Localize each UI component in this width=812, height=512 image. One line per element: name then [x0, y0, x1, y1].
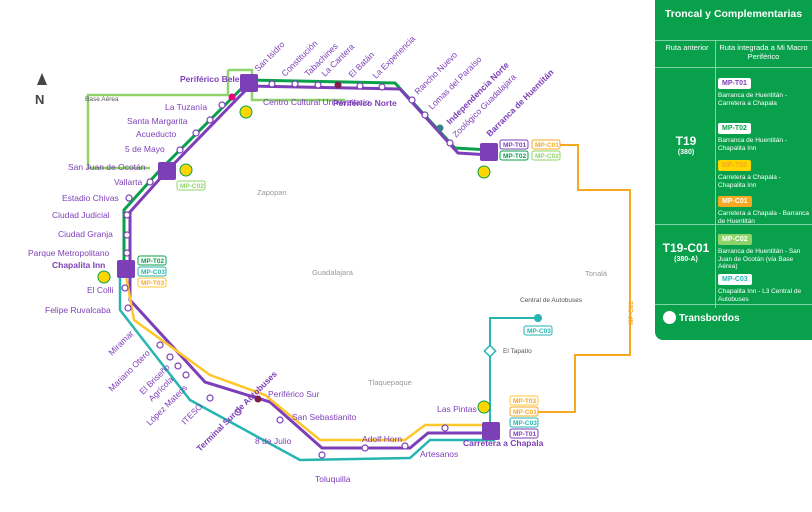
- station-label: Vallarta: [114, 177, 142, 187]
- transfers-label: Transbordos: [679, 313, 740, 324]
- group-divider: [655, 224, 812, 225]
- desc-mp-c02: Barranca de Huentitán - San Juan de Ocot…: [718, 248, 801, 270]
- station-label: Adolf Horn: [362, 434, 402, 444]
- entry-mp-c02: MP-C02 Barranca de Huentitán - San Juan …: [718, 228, 810, 271]
- desc-mp-t03: Carretera a Chapala - Chapalita Inn: [718, 174, 781, 189]
- route-t19-sub: (380): [677, 149, 695, 156]
- station-label: Periférico Belenes: [180, 74, 254, 84]
- tag-mp-c03: MP-C03: [527, 328, 551, 335]
- badge-mp-c01: MP-C01: [718, 196, 752, 207]
- desc-mp-t01: Barranca de Huentitán - Carretera a Chap…: [718, 92, 788, 107]
- city-zapopan: Zapopan: [257, 188, 287, 197]
- north-label: N: [35, 92, 44, 107]
- transfer-icon: [663, 311, 676, 324]
- entry-mp-t01: MP-T01 Barranca de Huentitán - Carretera…: [718, 72, 810, 107]
- tag-mp-c03: MP-C03: [513, 420, 537, 427]
- station-label: La Experiencia: [370, 33, 417, 80]
- label-cucei: Centro Cultural Universitario: [263, 97, 370, 107]
- desc-mp-c01: Carretera a Chapala - Barranca de Huenti…: [718, 210, 810, 225]
- city-tlaquepaque: Tlaquepaque: [368, 378, 412, 387]
- entry-mp-c01: MP-C01 Carretera a Chapala - Barranca de…: [718, 190, 810, 225]
- route-t19: T19 (380): [659, 135, 713, 157]
- station-label: Artesanos: [420, 449, 458, 459]
- station-label: Ciudad Judicial: [52, 210, 110, 220]
- station-label: Estadio Chivas: [62, 193, 119, 203]
- badge-mp-t01: MP-T01: [718, 78, 751, 89]
- tag-mp-t02: MP-T02: [503, 153, 527, 160]
- badge-mp-c02: MP-C02: [718, 234, 752, 245]
- station-label: Toluquilla: [315, 474, 351, 484]
- station-label: Lomas del Paraíso: [426, 54, 483, 111]
- tag-mp-t01: MP-T01: [503, 142, 527, 149]
- station-label: Las Pintas: [437, 404, 477, 414]
- entry-mp-t03: MP-T03 Carretera a Chapala - Chapalita I…: [718, 154, 810, 189]
- tag-mp-c03: MP-C03: [141, 269, 165, 276]
- route-t19-code: T19: [675, 134, 697, 148]
- city-tonala: Tonalá: [585, 269, 608, 278]
- station-label: Parque Metropolitano: [28, 248, 110, 258]
- station-label: Miramar: [106, 328, 135, 357]
- city-guadalajara: Guadalajara: [312, 268, 354, 277]
- station-label: 8 de Julio: [255, 436, 292, 446]
- tag-mp-c02: MP-C02: [535, 153, 559, 160]
- label-base-aerea: Base Aérea: [85, 96, 119, 103]
- label-central: Central de Autobuses: [520, 297, 583, 304]
- route-t19-c01: T19-C01 (380-A): [659, 242, 713, 264]
- group-divider: [655, 304, 812, 305]
- col-new-route: Ruta integrada a Mi Macro Periférico: [719, 43, 808, 61]
- station-label: 5 de Mayo: [125, 144, 165, 154]
- tag-mp-t03: MP-T03: [513, 398, 537, 405]
- station-label: San Juan de Ocotán: [68, 162, 146, 172]
- station-label: Santa Margarita: [127, 116, 188, 126]
- station-label: Carretera a Chapala: [463, 438, 544, 448]
- legend-title: Troncal y Complementarias: [664, 8, 803, 20]
- badge-mp-t02: MP-T02: [718, 123, 751, 134]
- label-perif-norte: Periférico Norte: [333, 98, 397, 108]
- tag-mp-c01: MP-C01: [513, 409, 537, 416]
- tag-mp-t03: MP-T03: [141, 280, 165, 287]
- tag-mp-c02: MP-C02: [180, 183, 204, 190]
- station-label: Felipe Ruvalcaba: [45, 305, 111, 315]
- badge-mp-t03: MP-T03: [718, 160, 751, 171]
- tag-mp-c01: MP-C01: [628, 301, 635, 325]
- tag-mp-t01: MP-T01: [513, 431, 537, 438]
- station-label: ITESO: [179, 401, 204, 426]
- station-label: Periférico Sur: [268, 389, 320, 399]
- legend-header: Ruta anterior Ruta integrada a Mi Macro …: [655, 40, 812, 68]
- tag-mp-c01: MP-C01: [535, 142, 559, 149]
- station-label: El Colli: [87, 285, 114, 295]
- station-label: Chapalita Inn: [52, 260, 105, 270]
- tag-mp-t02: MP-T02: [141, 258, 165, 265]
- desc-mp-c03: Chapalita Inn - L3 Central de Autobuses: [718, 288, 802, 303]
- route-t19-c01-code: T19-C01: [662, 241, 710, 255]
- station-label: La Tuzanía: [165, 102, 207, 112]
- route-t19-c01-sub: (380-A): [674, 256, 698, 263]
- entry-mp-t02: MP-T02 Barranca de Huentitán - Chapalita…: [718, 117, 810, 152]
- col-prev-route: Ruta anterior: [665, 43, 709, 52]
- station-label: San Sebastianito: [292, 412, 357, 422]
- badge-mp-c03: MP-C03: [718, 274, 752, 285]
- column-divider: [715, 40, 716, 308]
- station-label: Ciudad Granja: [58, 229, 113, 239]
- route-map: N Zapopan Guadalajara Tonalá Tlaquepaque…: [28, 33, 635, 484]
- legend-panel: Troncal y Complementarias Ruta anterior …: [655, 0, 812, 340]
- station-label: Acueducto: [136, 129, 176, 139]
- entry-mp-c03: MP-C03 Chapalita Inn - L3 Central de Aut…: [718, 268, 810, 303]
- desc-mp-t02: Barranca de Huentitán - Chapalita Inn: [718, 137, 788, 152]
- label-tapatio: El Tapatío: [503, 348, 532, 355]
